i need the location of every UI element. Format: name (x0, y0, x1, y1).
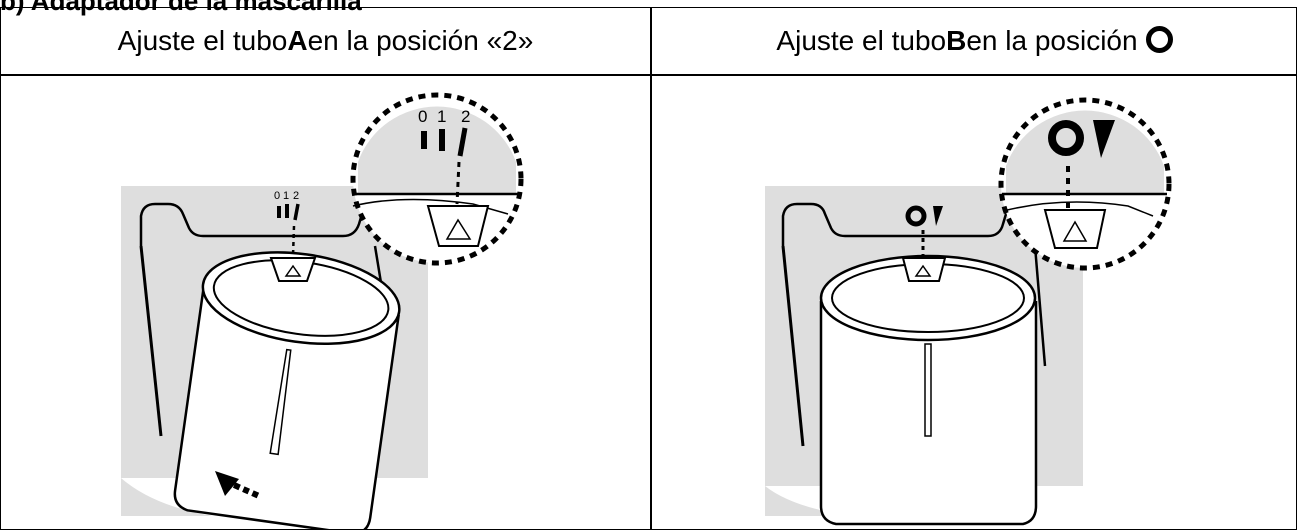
header-b-suffix: en la posición (966, 25, 1138, 56)
figure-tube-b (653, 76, 1297, 529)
header-tube-b: Ajuste el tubo B en la posición (651, 8, 1298, 74)
tube-a-illustration (121, 92, 524, 529)
header-tube-a: Ajuste el tubo A en la posición «2» (1, 8, 650, 74)
header-b-tube: B (946, 25, 967, 56)
dial-number-0: 0 (274, 190, 281, 202)
column-divider (650, 8, 652, 529)
dial-number-2: 2 (293, 190, 300, 202)
tube-b-illustration (765, 97, 1172, 526)
section-heading: b) Adaptador de la mascarilla (0, 0, 362, 16)
header-a-suffix: en la posición «2» (307, 25, 534, 56)
zoom-number-0: 0 (418, 107, 428, 126)
zoom-number-1: 1 (437, 107, 447, 126)
header-a-tube: A (287, 25, 308, 56)
header-a-prefix: Ajuste el tubo (117, 25, 288, 56)
header-divider (1, 74, 1296, 76)
ring-symbol-icon (1145, 25, 1173, 53)
header-b-prefix: Ajuste el tubo (776, 25, 947, 56)
zoom-number-2: 2 (461, 107, 471, 126)
instruction-table: Ajuste el tubo A en la posición «2» Ajus… (0, 7, 1297, 530)
figure-tube-a: 0 1 2 0 1 2 (3, 76, 649, 529)
dial-number-1: 1 (283, 190, 290, 202)
